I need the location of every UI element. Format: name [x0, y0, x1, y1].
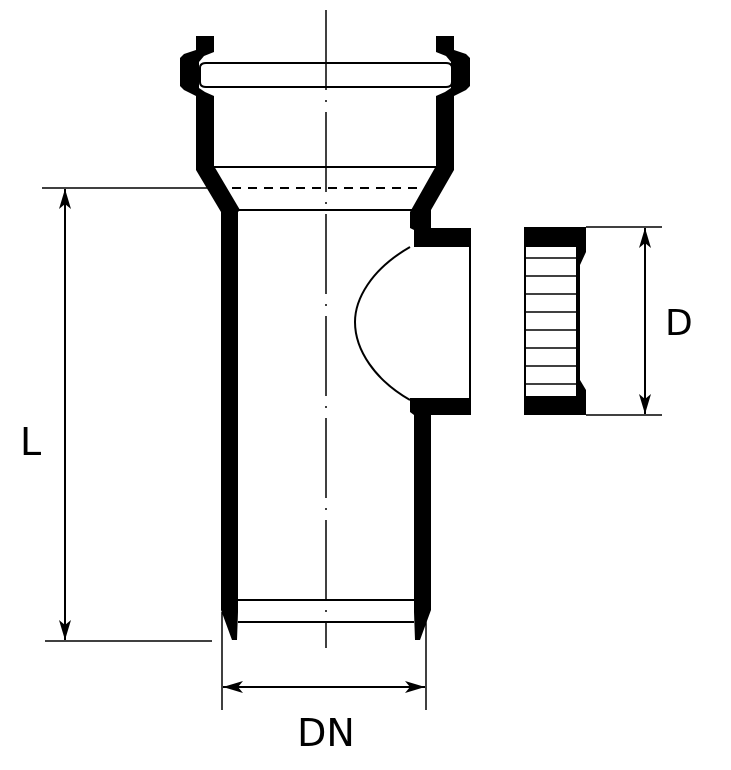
branch-opening-curve [353, 246, 411, 401]
left-pipe-wall [180, 36, 240, 640]
socket-gasket [199, 62, 453, 88]
l-label: L [20, 420, 41, 464]
d-label: D [665, 303, 693, 344]
branch-cap [524, 227, 586, 415]
right-pipe-wall-lower [410, 398, 471, 640]
dn-label: DN [297, 711, 355, 755]
right-pipe-wall [410, 36, 471, 247]
